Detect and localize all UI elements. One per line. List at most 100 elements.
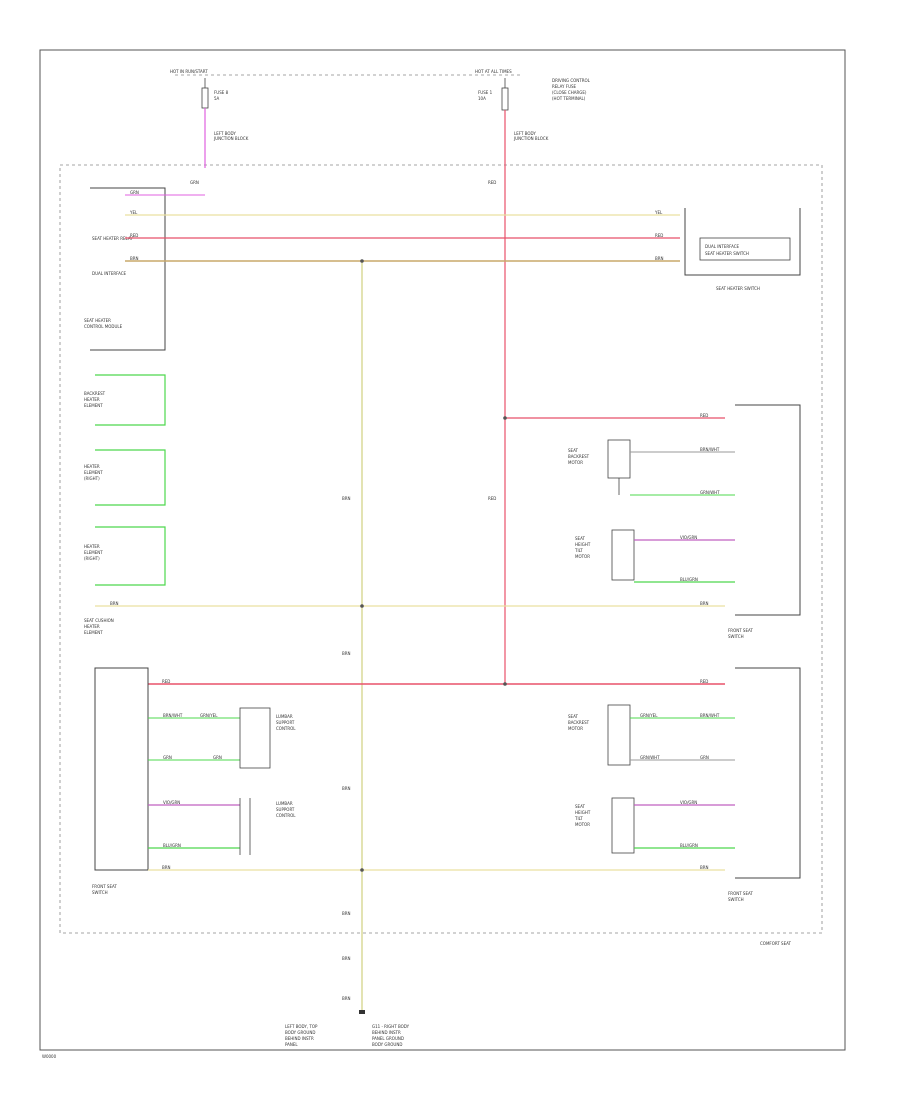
lower-label-1: HEATER xyxy=(84,544,100,549)
wire-label-lumbar-b2: GRN xyxy=(213,755,222,760)
front-seat-right-top-2: SWITCH xyxy=(728,634,744,639)
comfort-seat-label: COMFORT SEAT xyxy=(760,941,792,946)
front-seat-right-bottom-2: SWITCH xyxy=(728,897,744,902)
switch-inner-label-2: SEAT HEATER SWITCH xyxy=(705,251,749,256)
wire-label-brn-right: BRN xyxy=(655,256,664,261)
ground-symbol xyxy=(359,1010,365,1014)
seat-heater-control-label-2: CONTROL MODULE xyxy=(84,324,123,329)
junction-left-label: LEFT BODY xyxy=(214,131,236,136)
backrest-motor-upper xyxy=(607,439,631,479)
lumbar-1: LUMBAR xyxy=(276,714,293,719)
wire-label-gnd-lower-right: BRN xyxy=(700,865,709,870)
splice-red-lower xyxy=(503,682,507,686)
backrest-motor-lower xyxy=(607,704,631,766)
front-seat-left-2: SWITCH xyxy=(92,890,108,895)
wire-label-lower-a2: BRN/WHT xyxy=(700,713,720,718)
seat-height-b-1: SEAT xyxy=(575,804,585,809)
outer-frame xyxy=(39,49,846,1051)
ground-left-4: PANEL xyxy=(285,1042,298,1047)
seat-cushion-bottom-2: HEATER xyxy=(84,624,100,629)
wire-label-vio-left: VIO/GRN xyxy=(163,800,180,805)
lower-heater-element xyxy=(95,526,166,586)
front-seat-right-bottom-1: FRONT SEAT xyxy=(728,891,753,896)
page-code: W0000 xyxy=(42,1054,57,1059)
ground-left-2: BODY GROUND xyxy=(285,1030,315,1035)
fuse-left-label-2: 5A xyxy=(214,96,220,101)
wire-label-gnd-lower-left: BRN xyxy=(162,865,171,870)
splice-red-upper xyxy=(503,416,507,420)
seat-backrest-r1-3: MOTOR xyxy=(568,460,583,465)
ground-right-1: G11 - RIGHT BODY xyxy=(372,1024,410,1029)
fuse-right-label-2: 10A xyxy=(478,96,486,101)
front-seat-switch-upper-box xyxy=(735,404,801,616)
fuse-left-label-1: FUSE 8 xyxy=(214,90,229,95)
seat-height-1: SEAT xyxy=(575,536,585,541)
wire-label-bus-6: BRN xyxy=(342,996,351,1001)
lumbar-2: SUPPORT xyxy=(276,720,295,725)
wire-label-bus-3: BRN xyxy=(342,786,351,791)
right-fuse-note-3: (CLOSE CHARGE) xyxy=(552,90,587,95)
backrest-label-2: HEATER xyxy=(84,397,100,402)
ground-right-4: BODY GROUND xyxy=(372,1042,402,1047)
seat-heater-control-label-1: SEAT HEATER xyxy=(84,318,111,323)
ground-left-3: BEHIND INSTR xyxy=(285,1036,314,1041)
wire-label-red-right: RED xyxy=(655,233,663,238)
wire-label-top-stub: GRN xyxy=(130,190,139,195)
seat-backrest-r1-1: SEAT xyxy=(568,448,578,453)
wire-label-gw-1: GRN/WHT xyxy=(700,490,720,495)
wire-label-bg-upper: BLU/GRN xyxy=(680,577,698,582)
ground-right-3: PANEL GROUND xyxy=(372,1036,404,1041)
seat-height-3: TILT xyxy=(574,548,583,553)
seat-backrest-r2-1: SEAT xyxy=(568,714,578,719)
cushion-label-1: HEATER xyxy=(84,464,100,469)
wire-label-red-upper: RED xyxy=(700,413,708,418)
junction-right-label: LEFT BODY xyxy=(514,131,536,136)
right-fuse-note-1: DRIVING CONTROL xyxy=(552,78,591,83)
ground-right-2: BEHIND INSTR xyxy=(372,1030,401,1035)
wire-label-vio-upper: VIO/GRN xyxy=(680,535,697,540)
switch-inner-label-1: DUAL INTERFACE xyxy=(705,244,740,249)
lower-label-3: (RIGHT) xyxy=(84,556,100,561)
top-right-source-label: HOT AT ALL TIMES xyxy=(475,69,512,74)
wire-label-bw-1: BRN/WHT xyxy=(700,447,720,452)
fuse-right-label-1: FUSE 1 xyxy=(478,90,493,95)
wire-label-bg-lower: BLU/GRN xyxy=(680,843,698,848)
lumbar-control-upper xyxy=(239,707,271,769)
cushion-heater-element xyxy=(95,449,166,506)
backrest-label-3: ELEMENT xyxy=(84,403,103,408)
wire-label-bus-1: BRN xyxy=(342,496,351,501)
cushion-label-2: ELEMENT xyxy=(84,470,103,475)
wire-label-bus-4: BRN xyxy=(342,911,351,916)
wire-label-red-mid: RED xyxy=(488,496,496,501)
wire-label-bus-5: BRN xyxy=(342,956,351,961)
cushion-label-3: (RIGHT) xyxy=(84,476,100,481)
wire-label-lower-b1: GRN/WHT xyxy=(640,755,660,760)
wire-label-red-lower-right: RED xyxy=(700,679,708,684)
seat-height-b-2: HEIGHT xyxy=(575,810,591,815)
wire-label-lumbar-a2: GRN/YEL xyxy=(200,713,218,718)
seat-backrest-r2-2: BACKREST xyxy=(568,720,590,725)
fuse-left xyxy=(201,87,209,109)
seat-height-b-4: MOTOR xyxy=(575,822,590,827)
wire-label-bus-2: BRN xyxy=(342,651,351,656)
splice-lower xyxy=(360,868,364,872)
heater-switch-inner-box xyxy=(699,237,791,261)
seat-heater-relay-box xyxy=(90,187,166,351)
top-left-source-label: HOT IN RUN/START xyxy=(170,69,208,74)
right-fuse-note-2: RELAY FUSE xyxy=(552,84,577,89)
seat-height-2: HEIGHT xyxy=(575,542,591,547)
front-seat-left-1: FRONT SEAT xyxy=(92,884,117,889)
wire-label-yel-right: YEL xyxy=(654,210,663,215)
wire-label-gnd-upper-right: BRN xyxy=(700,601,709,606)
wire-label-yel-left: YEL xyxy=(129,210,138,215)
wire-label-vio-lower: VIO/GRN xyxy=(680,800,697,805)
junction-right-label-2: JUNCTION BLOCK xyxy=(513,136,549,141)
backrest-label-1: BACKREST xyxy=(84,391,106,396)
height-motor-lower xyxy=(611,797,635,854)
wire-label-red-left: RED xyxy=(130,233,138,238)
wire-label-top-right: RED xyxy=(488,180,496,185)
lumbar-b-3: CONTROL xyxy=(276,813,296,818)
lumbar-b-2: SUPPORT xyxy=(276,807,295,812)
wire-label-bg-left: BLU/GRN xyxy=(163,843,181,848)
